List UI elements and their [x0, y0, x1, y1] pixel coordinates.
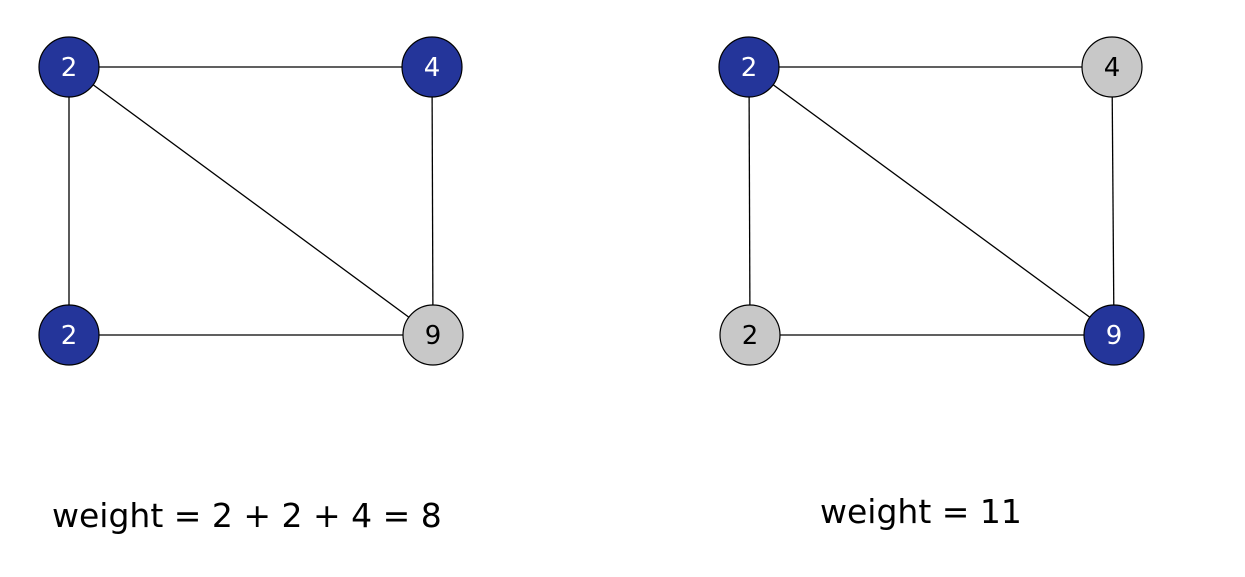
edge-tl-br — [68, 66, 434, 336]
vertex-br-unselected: 9 — [402, 304, 464, 366]
vertex-weight-label: 9 — [425, 321, 442, 351]
edge-tr-br — [431, 66, 434, 336]
left-graph: 2 4 2 9 — [38, 36, 464, 366]
vertex-weight-label: 2 — [61, 321, 78, 351]
vertex-circle — [38, 36, 100, 98]
edge-tl-bl — [748, 66, 751, 336]
vertex-weight-label: 2 — [741, 53, 758, 83]
vertex-bl-unselected: 2 — [719, 304, 781, 366]
vertex-circle — [38, 304, 100, 366]
vertex-circle — [402, 304, 464, 366]
vertex-tr-unselected: 4 — [1081, 36, 1143, 98]
vertex-weight-label: 2 — [61, 53, 78, 83]
vertex-circle — [401, 36, 463, 98]
vertex-circle — [1083, 304, 1145, 366]
vertex-circle — [1081, 36, 1143, 98]
edge-tl-br — [748, 66, 1115, 336]
vertex-bl-selected: 2 — [38, 304, 100, 366]
vertex-circle — [718, 36, 780, 98]
edge-tr-br — [1111, 66, 1115, 336]
left-weight-caption: weight = 2 + 2 + 4 = 8 — [52, 496, 442, 535]
vertex-circle — [719, 304, 781, 366]
vertex-weight-label: 9 — [1106, 321, 1123, 351]
vertex-weight-label: 4 — [424, 53, 441, 83]
vertex-weight-label: 2 — [742, 321, 759, 351]
vertex-tl-selected: 2 — [38, 36, 100, 98]
vertex-tr-selected: 4 — [401, 36, 463, 98]
vertex-weight-label: 4 — [1104, 53, 1121, 83]
right-weight-caption: weight = 11 — [820, 492, 1022, 531]
vertex-br-selected: 9 — [1083, 304, 1145, 366]
vertex-tl-selected: 2 — [718, 36, 780, 98]
right-graph: 2 4 2 9 — [718, 36, 1145, 366]
